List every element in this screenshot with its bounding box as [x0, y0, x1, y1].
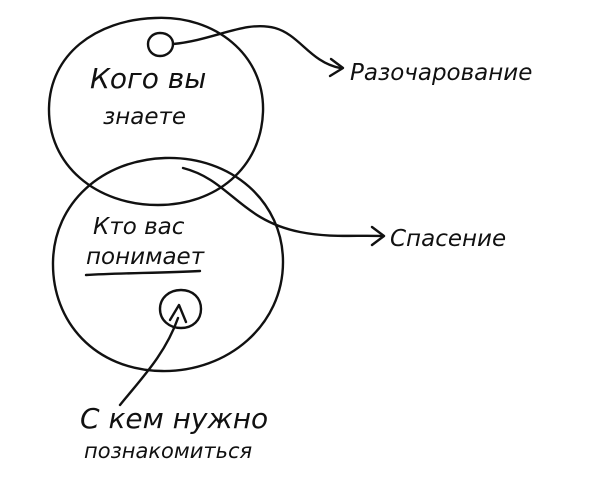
outcome-disappointment: Разочарование — [350, 60, 532, 86]
disappointment-marker-circle — [146, 31, 175, 58]
understands-underline — [84, 269, 202, 277]
top-circle-label-line1: Кого вы — [90, 62, 206, 95]
arrow-to-meet-circle-head — [168, 303, 188, 324]
bottom-note-line2: познакомиться — [84, 439, 252, 463]
arrow-to-salvation — [181, 166, 384, 238]
arrow-to-disappointment — [171, 24, 342, 70]
meet-marker-circle — [158, 288, 203, 330]
arrow-to-meet-circle — [118, 316, 180, 407]
top-circle-label-line2: знаете — [103, 104, 186, 130]
bottom-circle-label-line1: Кто вас — [93, 214, 185, 240]
arrow-to-disappointment-head — [328, 57, 345, 78]
outcome-salvation: Спасение — [390, 226, 506, 252]
bottom-circle — [51, 156, 285, 373]
top-circle — [47, 16, 265, 207]
bottom-note-line1: С кем нужно — [80, 402, 268, 435]
arrow-to-salvation-head — [370, 225, 386, 247]
bottom-circle-label-line2: понимает — [86, 244, 205, 270]
